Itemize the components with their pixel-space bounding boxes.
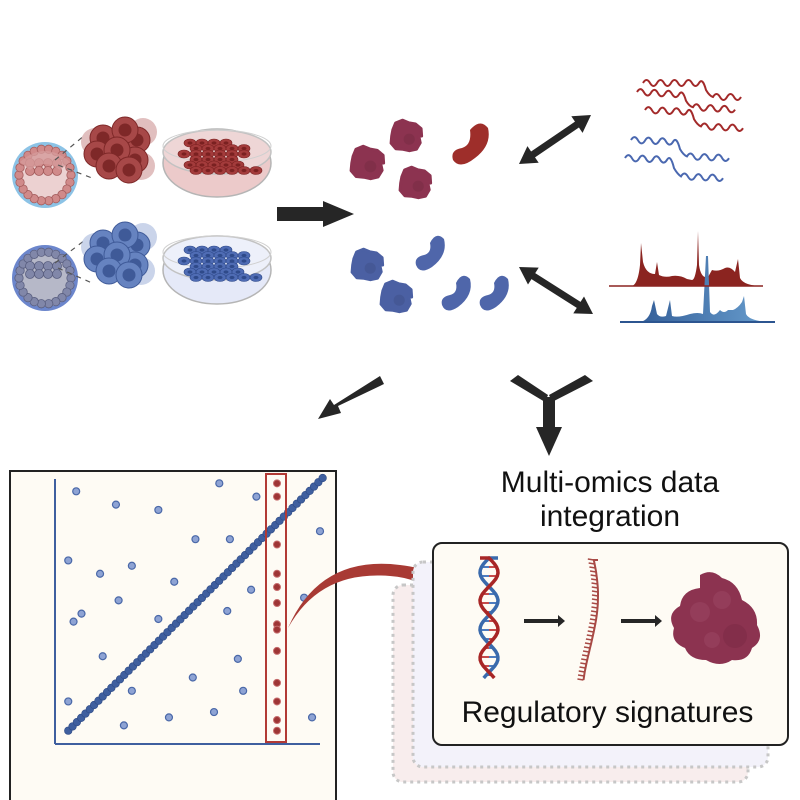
scatter-point: [69, 617, 78, 626]
integration-title-line2: integration: [539, 500, 681, 533]
highlighted-point: [273, 492, 281, 501]
scatter-point: [252, 492, 261, 501]
highlighted-point: [273, 569, 281, 578]
scatter-point: [154, 505, 163, 515]
scatter-point: [154, 614, 163, 624]
scatter-point: [98, 652, 107, 661]
highlighted-point: [273, 599, 281, 608]
scatter-point: [72, 487, 81, 496]
scatter-point: [247, 585, 256, 594]
highlighted-point: [273, 678, 281, 687]
scatter-point: [315, 527, 325, 536]
scatter-point: [95, 569, 105, 578]
scatter-point: [127, 686, 136, 695]
scatter-point: [127, 561, 136, 570]
scatter-panel: [9, 470, 337, 800]
highlighted-point: [273, 697, 281, 706]
red-petri-dish: [162, 128, 272, 198]
proteins-blue: [350, 235, 509, 314]
scatter-point: [77, 609, 86, 618]
highlighted-point: [273, 540, 281, 549]
scatter-point: [307, 713, 317, 722]
integration-title-line1: Multi-omics data: [500, 466, 720, 499]
red-blastocyst: [12, 142, 78, 208]
zoom-dashes-red: [54, 134, 93, 179]
scatter-point: [188, 673, 197, 682]
scatter-point: [233, 654, 242, 663]
integration-title: Multi-omics data integration: [455, 466, 765, 534]
dna-icon: [478, 556, 500, 680]
arrow-small-2-icon: [621, 615, 662, 627]
right-arrow-icon: [277, 201, 354, 227]
blue-cell-cluster: [81, 221, 157, 289]
highlight-box: [265, 473, 287, 743]
scatter-point: [209, 707, 219, 717]
scatter-point: [119, 721, 129, 730]
arrow-small-1-icon: [524, 615, 565, 627]
scatter-point: [215, 479, 224, 488]
spectrum-red: [609, 231, 763, 286]
highlighted-point: [273, 646, 281, 655]
signatures-label: Regulatory signatures: [461, 696, 754, 729]
scatter-point: [170, 577, 179, 586]
scatter-point: [223, 606, 232, 616]
scatter-point: [64, 697, 73, 706]
highlighted-point: [273, 726, 281, 735]
diagonal-point: [318, 473, 327, 483]
highlighted-point: [273, 583, 281, 592]
down-left-arrow-icon: [318, 376, 384, 419]
blue-blastocyst: [12, 245, 78, 311]
protein-icon: [671, 572, 761, 664]
double-arrow-top-icon: [519, 115, 591, 164]
spectra-peaks: [609, 231, 775, 323]
double-arrow-bottom-icon: [519, 267, 593, 314]
bean-protein-red: [452, 123, 489, 165]
merge-arrow-icon: [510, 375, 593, 456]
proteins-red: [349, 118, 433, 200]
scatter-point: [225, 535, 234, 544]
rna-icon: [577, 558, 599, 681]
highlighted-point: [273, 479, 281, 488]
scatter-point: [64, 556, 73, 565]
red-cell-cluster: [81, 116, 157, 184]
scatter-point: [191, 535, 200, 544]
scatter-point: [114, 596, 123, 605]
highlighted-point: [273, 625, 281, 634]
zoom-dashes-blue: [54, 239, 93, 284]
scatter-point: [111, 500, 121, 509]
scatter-point: [164, 713, 174, 722]
transcript-waves: [624, 79, 744, 182]
blue-petri-dish: [162, 235, 272, 305]
scatter-point: [239, 686, 248, 695]
highlighted-point: [273, 716, 281, 725]
